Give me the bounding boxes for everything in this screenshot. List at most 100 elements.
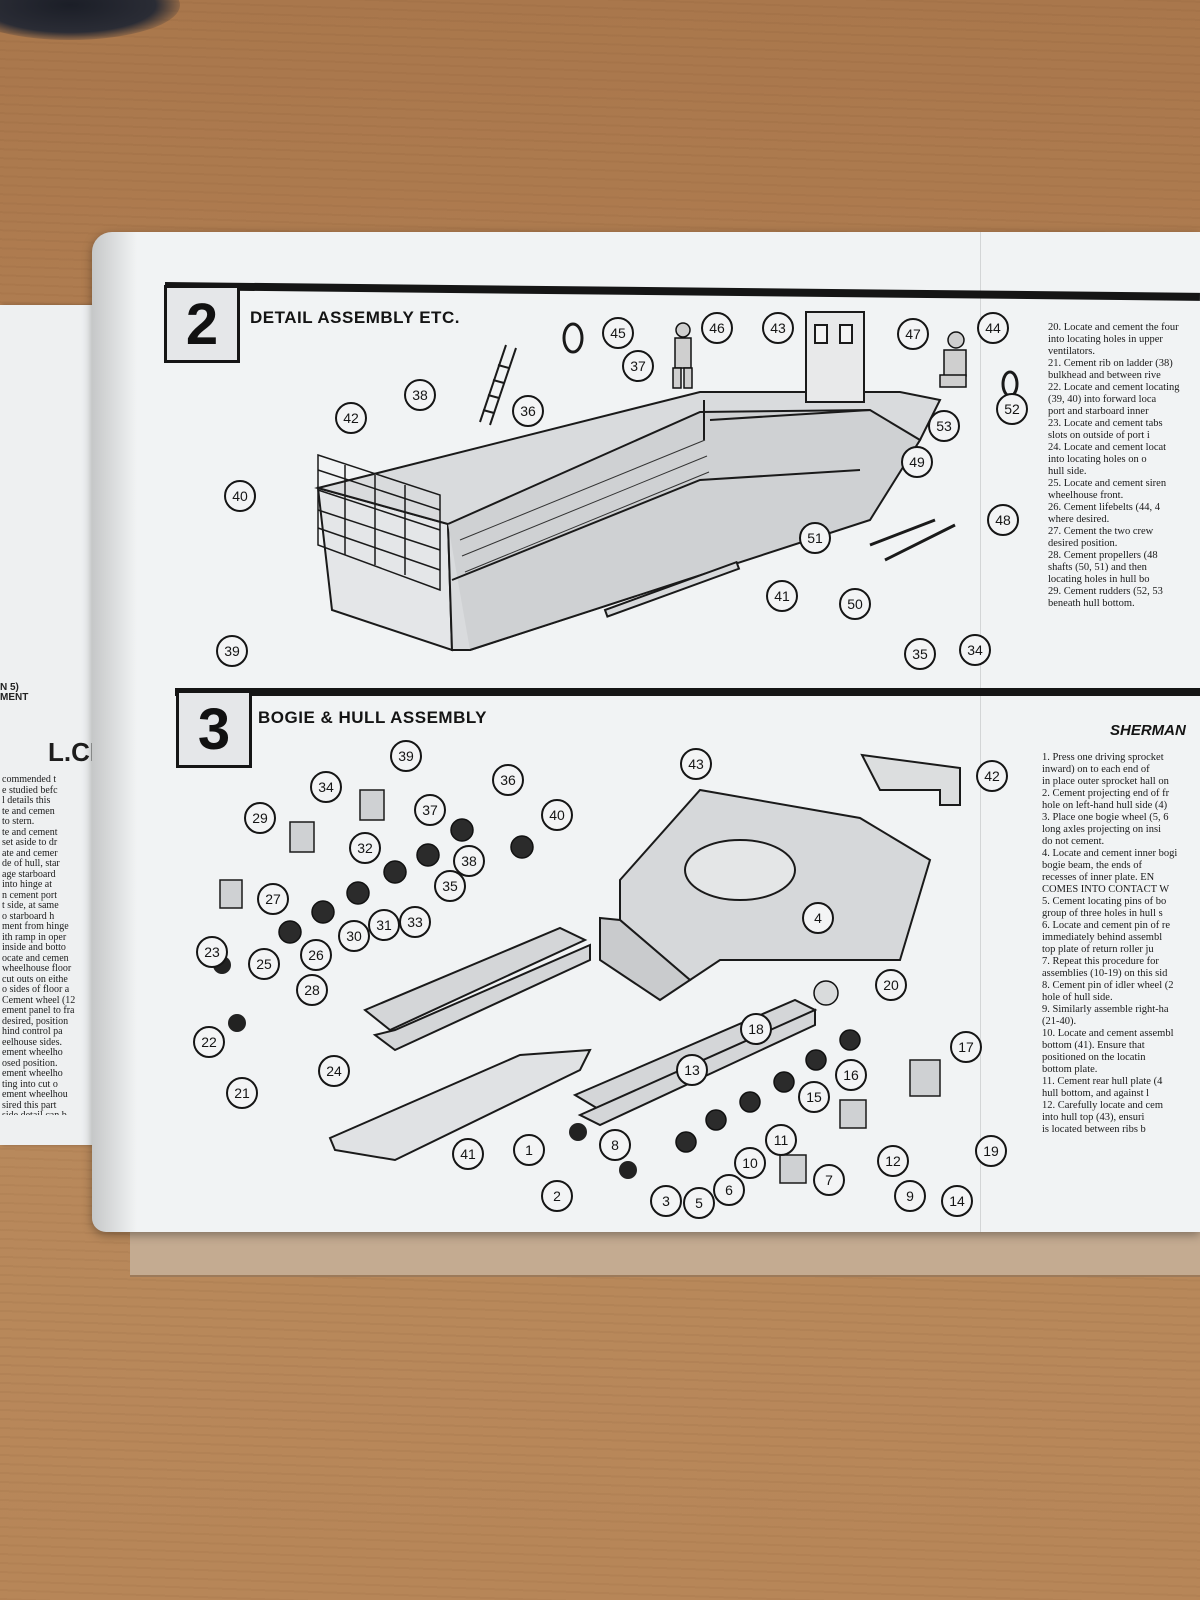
part-number-label: 15: [798, 1081, 830, 1113]
left-instruction-page: N 5) MENT L.CR commended t e studied bef…: [0, 305, 110, 1145]
part-number-label: 41: [766, 580, 798, 612]
instruction-line: 4. Locate and cement inner bogi: [1042, 848, 1178, 859]
instruction-line: bogie beam, the ends of: [1042, 860, 1143, 871]
part-number-label: 27: [257, 883, 289, 915]
rear-plate-part: [860, 753, 961, 806]
instruction-line: recesses of inner plate. EN: [1042, 872, 1155, 883]
shaft-part: [884, 523, 956, 562]
instruction-line: in place outer sprocket hall on: [1042, 776, 1169, 787]
part-number-label: 8: [599, 1129, 631, 1161]
suspension-brackets: [219, 789, 941, 1184]
instruction-line: wheelhouse front.: [1048, 490, 1124, 501]
instruction-line: hole on left-hand hull side (4): [1042, 800, 1168, 811]
part-number-label: 22: [193, 1026, 225, 1058]
part-number-label: 14: [941, 1185, 973, 1217]
part-number-label: 44: [977, 312, 1009, 344]
part-number-label: 37: [622, 350, 654, 382]
kit-box-lid: [130, 1230, 1200, 1275]
sherman-hull-top: [599, 788, 932, 1002]
instruction-line: assemblies (10-19) on this sid: [1042, 968, 1168, 979]
instruction-line: into locating holes in upper: [1048, 334, 1163, 345]
instruction-line: hull side.: [1048, 466, 1087, 477]
part-number-label: 13: [676, 1054, 708, 1086]
part-number-label: 36: [512, 395, 544, 427]
instruction-line: where desired.: [1048, 514, 1110, 525]
instruction-line: 1. Press one driving sprocket: [1042, 752, 1164, 763]
instruction-line: shafts (50, 51) and then: [1048, 562, 1147, 573]
step2-number-box: 2: [164, 285, 240, 363]
part-number-label: 2: [541, 1180, 573, 1212]
part-number-label: 30: [338, 920, 370, 952]
instruction-line: 28. Cement propellers (48: [1048, 550, 1158, 561]
crew-figure: [672, 322, 967, 389]
part-number-label: 24: [318, 1055, 350, 1087]
instruction-line: 22. Locate and cement locating: [1048, 382, 1180, 393]
part-number-label: 43: [762, 312, 794, 344]
bogie-wheels: [278, 818, 861, 1153]
instruction-line: bulkhead and between rive: [1048, 370, 1161, 381]
part-number-label: 45: [602, 317, 634, 349]
part-number-label: 53: [928, 410, 960, 442]
instruction-line: positioned on the locatin: [1042, 1052, 1146, 1063]
instruction-line: bottom plate.: [1042, 1064, 1098, 1075]
part-number-label: 35: [904, 638, 936, 670]
step2-title: DETAIL ASSEMBLY ETC.: [250, 308, 460, 327]
part-number-label: 41: [452, 1138, 484, 1170]
part-number-label: 40: [541, 799, 573, 831]
landing-craft-deck-slats: [459, 439, 710, 573]
instruction-line: group of three holes in hull s: [1042, 908, 1163, 919]
instruction-line: port and starboard inner: [1048, 406, 1149, 417]
left-page-text: commended t e studied befc l details thi…: [2, 775, 76, 1115]
instruction-line: hull bottom, and against l: [1042, 1088, 1150, 1099]
instruction-line: 6. Locate and cement pin of re: [1042, 920, 1170, 931]
part-number-label: 19: [975, 1135, 1007, 1167]
part-number-label: 42: [335, 402, 367, 434]
part-number-label: 38: [404, 379, 436, 411]
part-number-label: 32: [349, 832, 381, 864]
landing-craft-ramp-grid: [317, 453, 441, 592]
instruction-line: 27. Cement the two crew: [1048, 526, 1154, 537]
part-number-label: 36: [492, 764, 524, 796]
instruction-line: 3. Place one bogie wheel (5, 6: [1042, 812, 1169, 823]
part-number-label: 39: [390, 740, 422, 772]
part-number-label: 46: [701, 312, 733, 344]
instruction-line: 29. Cement rudders (52, 53: [1048, 586, 1163, 597]
part-number-label: 47: [897, 318, 929, 350]
part-number-label: 6: [713, 1174, 745, 1206]
instruction-line: 9. Similarly assemble right-ha: [1042, 1004, 1169, 1015]
part-number-label: 25: [248, 948, 280, 980]
part-number-label: 11: [765, 1124, 797, 1156]
instruction-line: 10. Locate and cement assembl: [1042, 1028, 1174, 1039]
instruction-line: ventilators.: [1048, 346, 1095, 357]
instruction-line: locating holes in hull bo: [1048, 574, 1150, 585]
instruction-line: desired position.: [1048, 538, 1118, 549]
rail-part: [603, 560, 741, 618]
instruction-line: 25. Locate and cement siren: [1048, 478, 1167, 489]
part-number-label: 26: [300, 939, 332, 971]
part-number-label: 40: [224, 480, 256, 512]
instruction-line: 7. Repeat this procedure for: [1042, 956, 1159, 967]
instruction-line: slots on outside of port i: [1048, 430, 1150, 441]
instruction-line: 24. Locate and cement locat: [1048, 442, 1167, 453]
part-number-label: 34: [959, 634, 991, 666]
ladder-part: [479, 344, 517, 426]
instruction-line: beneath hull bottom.: [1048, 598, 1135, 609]
part-number-label: 1: [513, 1134, 545, 1166]
instruction-line: is located between ribs b: [1042, 1124, 1146, 1135]
step3-band: [175, 688, 1200, 696]
part-number-label: 38: [453, 845, 485, 877]
instruction-line: 8. Cement pin of idler wheel (2: [1042, 980, 1174, 991]
part-number-label: 28: [296, 974, 328, 1006]
instruction-line: hole of hull side.: [1042, 992, 1113, 1003]
part-number-label: 42: [976, 760, 1008, 792]
part-number-label: 16: [835, 1059, 867, 1091]
part-number-label: 49: [901, 446, 933, 478]
instruction-line: bottom (41). Ensure that: [1042, 1040, 1145, 1051]
part-number-label: 52: [996, 393, 1028, 425]
part-number-label: 37: [414, 794, 446, 826]
part-number-label: 3: [650, 1185, 682, 1217]
instruction-line: (21-40).: [1042, 1016, 1077, 1027]
part-number-label: 43: [680, 748, 712, 780]
part-number-label: 21: [226, 1077, 258, 1109]
